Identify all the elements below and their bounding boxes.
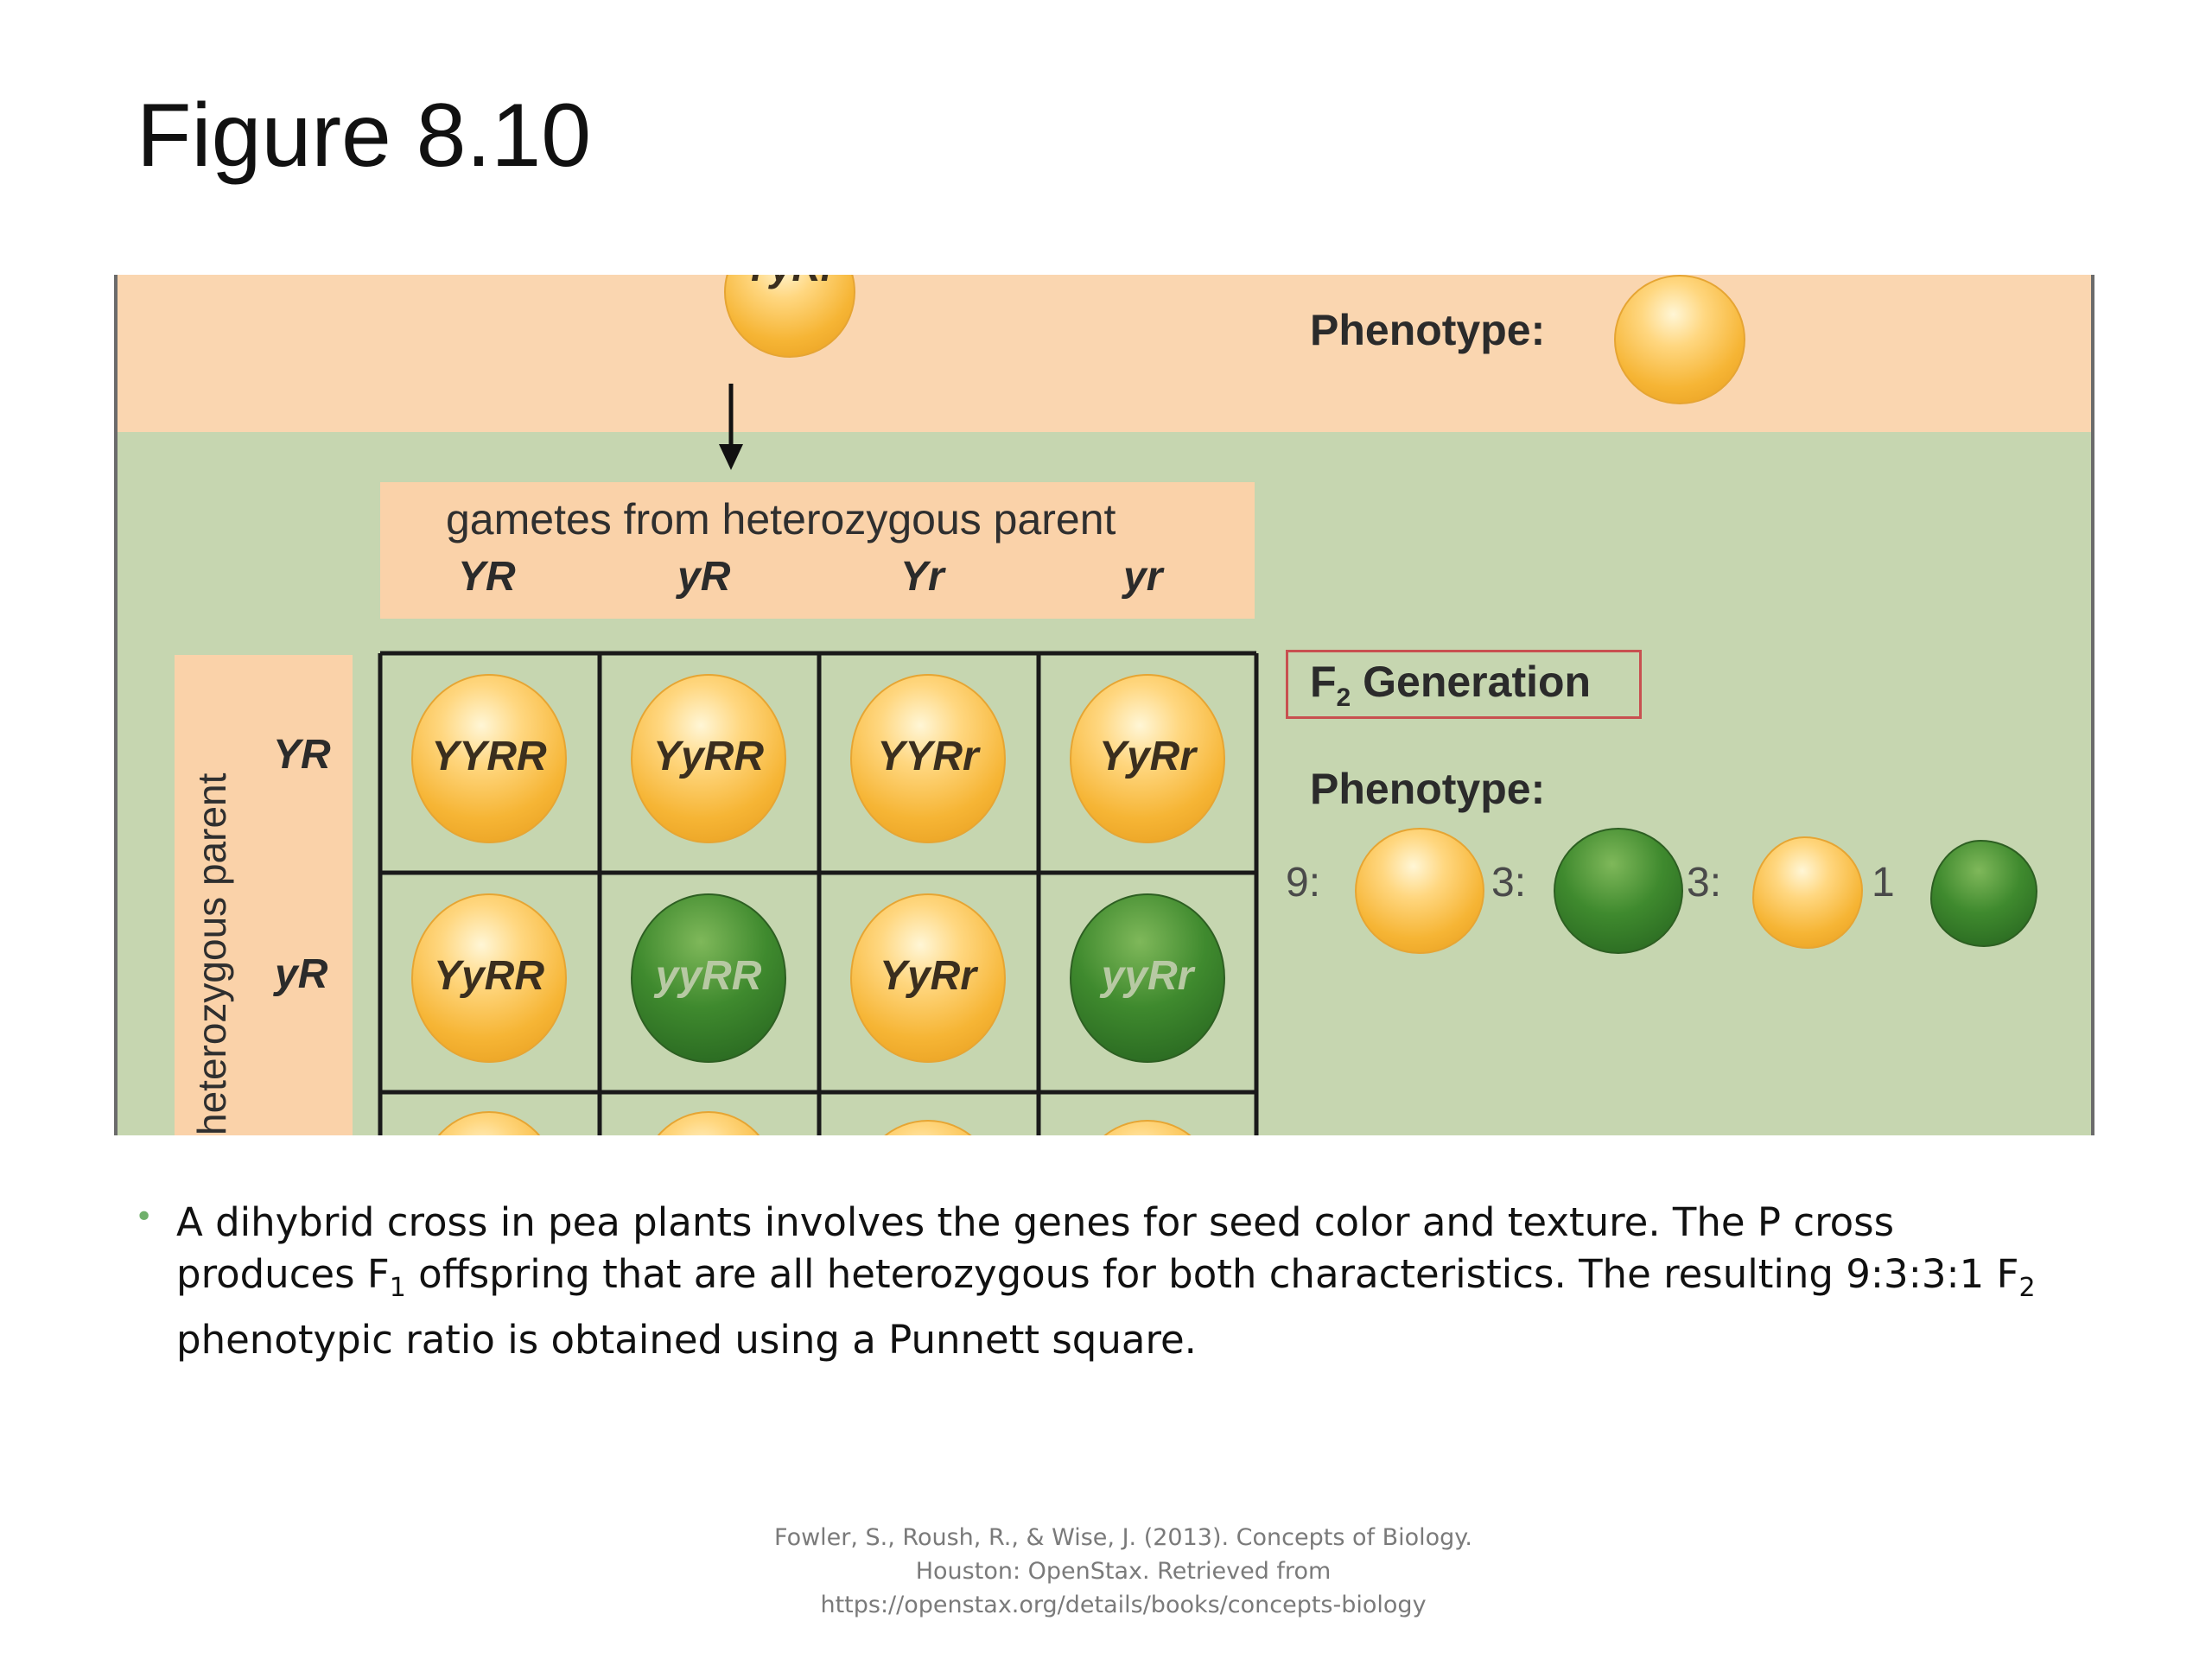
cell-pea-r1c4 xyxy=(1070,674,1225,843)
caption-sub-1: 1 xyxy=(389,1273,406,1303)
gamete-row-2: yR xyxy=(275,951,328,997)
gamete-col-1: YR xyxy=(458,554,516,600)
gametes-header-band xyxy=(380,482,1255,619)
caption-part-2: offspring that are all heterozygous for … xyxy=(405,1251,2019,1297)
cell-pea-r1c2 xyxy=(631,674,786,843)
ratio-pea-green-wrinkled xyxy=(1930,840,2037,947)
ratio-pea-yellow-wrinkled xyxy=(1752,836,1863,949)
f1-genotype-label: YyRr xyxy=(731,275,849,290)
cell-genotype-r2c4: yyRr xyxy=(1101,953,1194,999)
caption-text: A dihybrid cross in pea plants involves … xyxy=(176,1197,2072,1366)
cell-genotype-r1c2: YyRR xyxy=(652,734,765,779)
f2-title-sub: 2 xyxy=(1336,683,1351,712)
citation-line-1: Fowler, S., Roush, R., & Wise, J. (2013)… xyxy=(774,1524,1472,1551)
cell-genotype-r2c2: yyRR xyxy=(655,953,762,999)
caption-part-3: phenotypic ratio is obtained using a Pun… xyxy=(176,1317,1197,1363)
punnett-square-figure: YyRr Phenotype: gametes from heterozygou… xyxy=(114,275,2094,1135)
ratio-pea-green-round xyxy=(1554,828,1683,954)
caption-part-1: A dihybrid cross in pea plants involves … xyxy=(176,1199,1895,1297)
cell-pea-r2c4 xyxy=(1070,893,1225,1063)
f2-title-box xyxy=(1286,650,1642,719)
f2-title-suffix: Generation xyxy=(1351,658,1592,706)
f1-phenotype-pea xyxy=(1614,275,1745,404)
slide-title: Figure 8.10 xyxy=(137,86,592,186)
citation: Fowler, S., Roush, R., & Wise, J. (2013)… xyxy=(709,1521,1538,1622)
ratio-count-1: 9: xyxy=(1286,860,1321,906)
gametes-header: gametes from heterozygous parent xyxy=(446,495,1116,543)
cell-pea-r2c2 xyxy=(631,893,786,1063)
row-header-band xyxy=(175,655,353,1135)
cell-genotype-r2c3: YyRr xyxy=(879,953,977,999)
cell-pea-r2c3 xyxy=(850,893,1006,1063)
ratio-count-3: 3: xyxy=(1687,860,1722,906)
ratio-pea-yellow-round xyxy=(1355,828,1484,954)
ratio-count-4: 1 xyxy=(1872,860,1895,906)
f2-phenotype-label: Phenotype: xyxy=(1310,765,1546,813)
citation-line-3: https://openstax.org/details/books/conce… xyxy=(820,1592,1427,1618)
bullet-icon: • xyxy=(135,1199,154,1235)
gamete-row-1: YR xyxy=(273,732,331,778)
row-header-label: heterozygous parent xyxy=(189,772,234,1135)
cell-pea-r1c3 xyxy=(850,674,1006,843)
cell-genotype-r2c1: YyRR xyxy=(433,953,545,999)
gamete-col-4: yr xyxy=(1123,554,1163,600)
f1-phenotype-label: Phenotype: xyxy=(1310,306,1546,354)
f2-title: F2 Generation xyxy=(1310,657,1591,713)
caption: • A dihybrid cross in pea plants involve… xyxy=(135,1197,2072,1366)
cell-genotype-r1c1: YYRR xyxy=(431,734,547,779)
gamete-col-3: Yr xyxy=(900,554,944,600)
cell-pea-r1c1 xyxy=(411,674,567,843)
citation-line-2: Houston: OpenStax. Retrieved from xyxy=(915,1558,1332,1585)
cell-pea-r2c1 xyxy=(411,893,567,1063)
ratio-count-2: 3: xyxy=(1491,860,1527,906)
punnett-grid xyxy=(378,651,1259,1135)
f1-band xyxy=(118,275,2091,432)
gamete-col-2: yR xyxy=(677,554,731,600)
cell-genotype-r1c3: YYRr xyxy=(877,734,979,779)
cell-genotype-r1c4: YyRr xyxy=(1098,734,1197,779)
arrow-down-icon xyxy=(719,384,743,470)
caption-sub-2: 2 xyxy=(2018,1273,2036,1303)
f2-title-prefix: F xyxy=(1310,658,1337,706)
